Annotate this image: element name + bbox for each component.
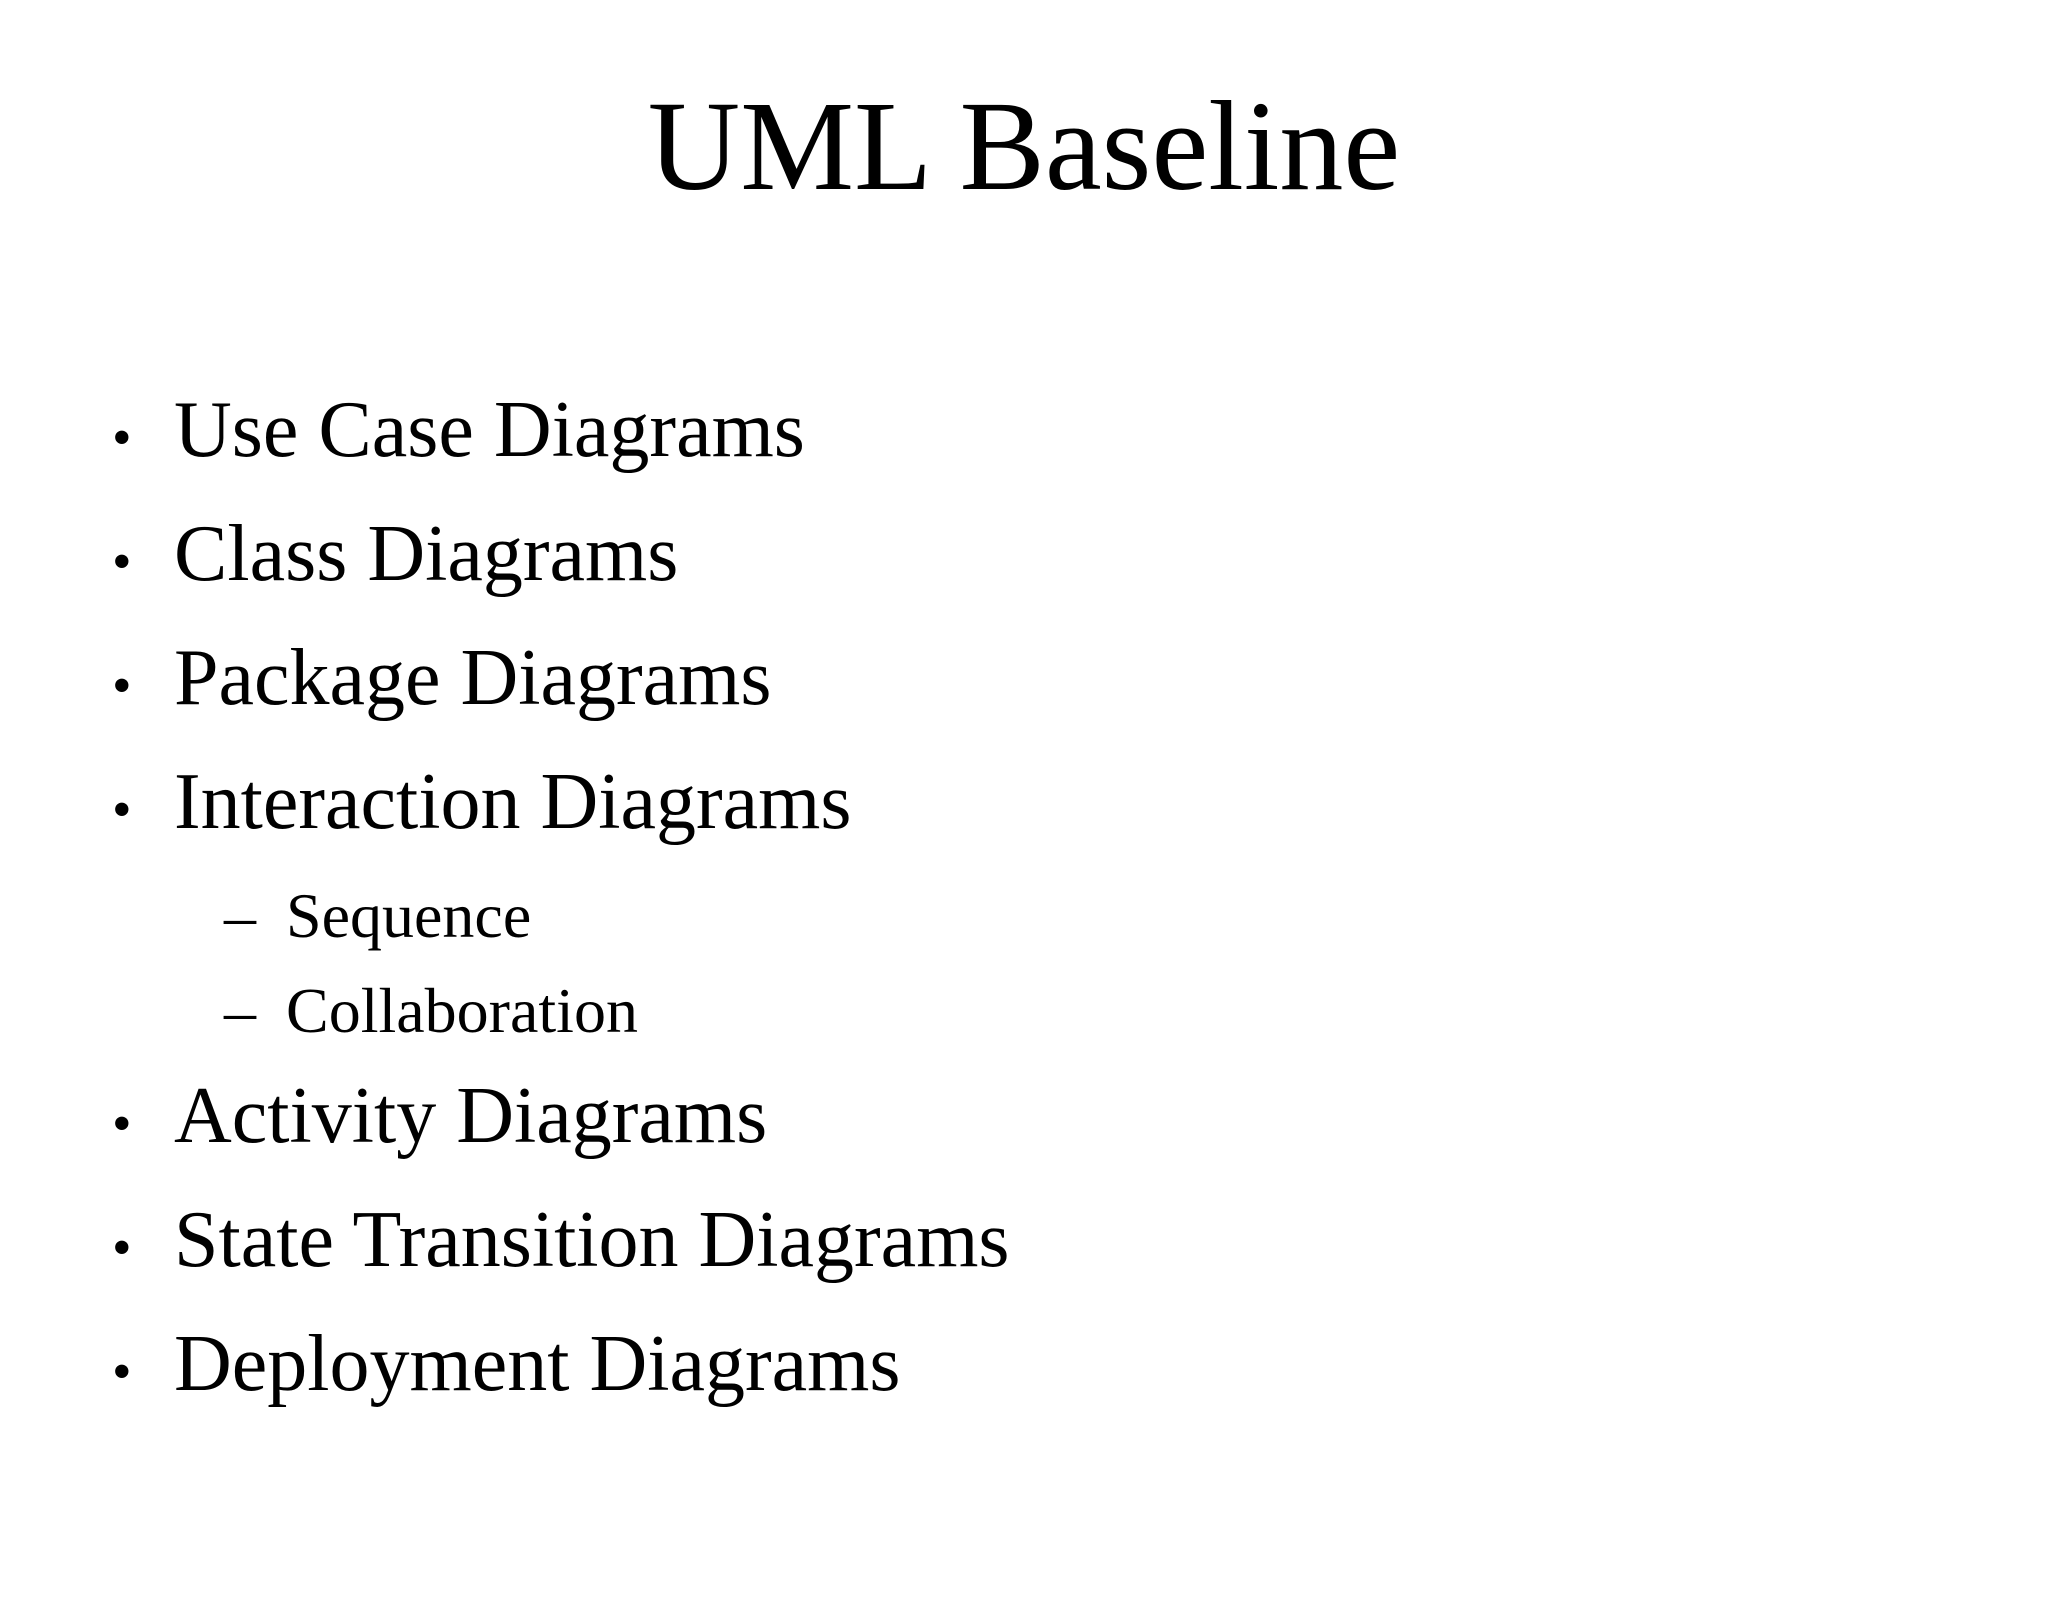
bullet-item: • Interaction Diagrams <box>112 744 1968 868</box>
bullet-marker-icon: • <box>112 406 132 469</box>
sub-bullet-item: – Collaboration <box>224 963 1968 1058</box>
bullet-item-label: Package Diagrams <box>174 633 772 722</box>
bullet-marker-icon: • <box>112 1216 132 1279</box>
bullet-marker-icon: • <box>112 654 132 717</box>
slide: UML Baseline • Use Case Diagrams • Class… <box>0 70 2048 1606</box>
sub-bullet-item: – Sequence <box>224 868 1968 963</box>
bullet-marker-icon: • <box>112 1092 132 1155</box>
bullet-item: • Use Case Diagrams <box>112 372 1968 496</box>
bullet-item-label: Deployment Diagrams <box>174 1319 901 1408</box>
bullet-marker-icon: • <box>112 778 132 841</box>
bullet-item-label: Activity Diagrams <box>174 1071 768 1160</box>
bullet-item: • Class Diagrams <box>112 496 1968 620</box>
bullet-item-label: Interaction Diagrams <box>174 757 852 846</box>
dash-marker-icon: – <box>224 879 256 951</box>
bullet-item-label: Use Case Diagrams <box>174 385 805 474</box>
bullet-list: • Use Case Diagrams • Class Diagrams • P… <box>112 372 1968 1430</box>
dash-marker-icon: – <box>224 974 256 1046</box>
bullet-item: • State Transition Diagrams <box>112 1182 1968 1306</box>
sub-bullet-item-label: Sequence <box>286 879 532 951</box>
bullet-item-label: State Transition Diagrams <box>174 1195 1010 1284</box>
sub-bullet-item-label: Collaboration <box>286 974 638 1046</box>
bullet-marker-icon: • <box>112 1340 132 1403</box>
bullet-item: • Package Diagrams <box>112 620 1968 744</box>
slide-title: UML Baseline <box>647 75 1401 217</box>
bullet-item-label: Class Diagrams <box>174 509 679 598</box>
bullet-marker-icon: • <box>112 530 132 593</box>
bullet-item: • Activity Diagrams <box>112 1058 1968 1182</box>
bullet-item: • Deployment Diagrams <box>112 1306 1968 1430</box>
